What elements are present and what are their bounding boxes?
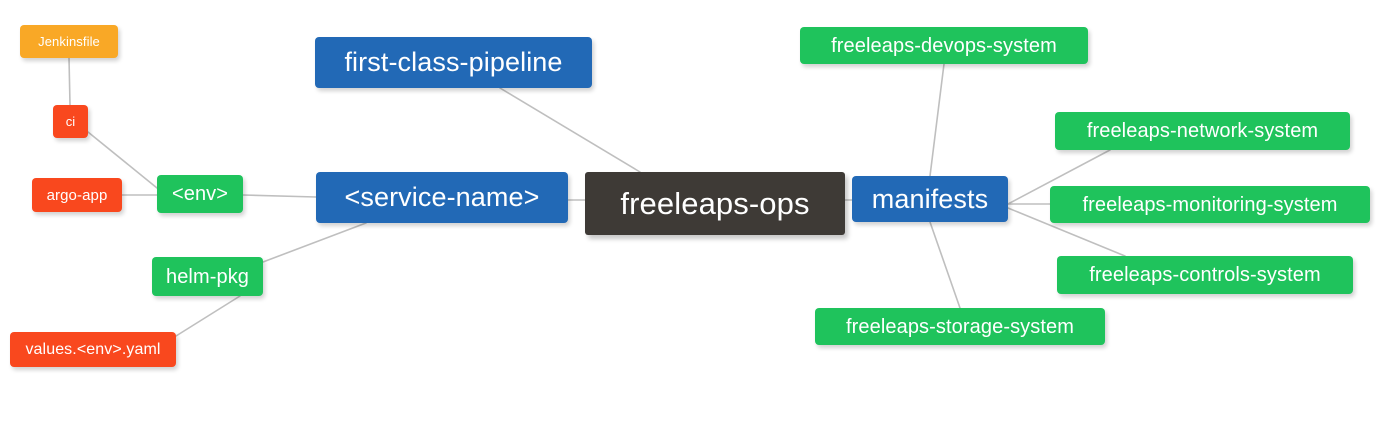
node-freeleaps-network-system[interactable]: freeleaps-network-system <box>1055 112 1350 150</box>
node-env[interactable]: <env> <box>157 175 243 213</box>
node-freeleaps-monitoring-system[interactable]: freeleaps-monitoring-system <box>1050 186 1370 223</box>
node-label-manifests: manifests <box>871 183 989 214</box>
edge-manifests-to-freeleaps-devops-system <box>929 63 945 177</box>
edge-jenkinsfile-to-ci <box>68 57 71 106</box>
node-label-freeleaps-controls-system: freeleaps-controls-system <box>1089 264 1321 286</box>
node-first-class-pipeline[interactable]: first-class-pipeline <box>315 37 592 88</box>
edge-first-class-pipeline-to-freeleaps-ops <box>499 87 641 173</box>
node-label-freeleaps-storage-system: freeleaps-storage-system <box>845 315 1075 338</box>
node-label-values-yaml: values.<env>.yaml <box>25 340 161 358</box>
node-freeleaps-controls-system[interactable]: freeleaps-controls-system <box>1057 256 1353 294</box>
node-freeleaps-storage-system[interactable]: freeleaps-storage-system <box>815 308 1105 345</box>
node-label-freeleaps-network-system: freeleaps-network-system <box>1086 120 1319 142</box>
node-ci[interactable]: ci <box>53 105 88 138</box>
node-label-first-class-pipeline: first-class-pipeline <box>344 47 563 77</box>
edge-env-to-service-name <box>242 194 317 198</box>
node-freeleaps-ops[interactable]: freeleaps-ops <box>585 172 845 235</box>
edge-manifests-to-freeleaps-storage-system <box>929 221 961 309</box>
node-label-freeleaps-ops: freeleaps-ops <box>620 186 810 221</box>
node-service-name[interactable]: <service-name> <box>316 172 568 223</box>
node-label-env: <env> <box>171 183 229 205</box>
node-label-freeleaps-monitoring-system: freeleaps-monitoring-system <box>1082 193 1338 216</box>
node-argo-app[interactable]: argo-app <box>32 178 122 212</box>
node-freeleaps-devops-system[interactable]: freeleaps-devops-system <box>800 27 1088 64</box>
node-label-ci: ci <box>65 114 76 129</box>
node-label-jenkinsfile: Jenkinsfile <box>38 34 100 49</box>
node-label-freeleaps-devops-system: freeleaps-devops-system <box>831 34 1057 57</box>
node-manifests[interactable]: manifests <box>852 176 1008 222</box>
node-label-service-name: <service-name> <box>344 182 540 212</box>
node-jenkinsfile[interactable]: Jenkinsfile <box>20 25 118 58</box>
node-helm-pkg[interactable]: helm-pkg <box>152 257 263 296</box>
node-values-yaml[interactable]: values.<env>.yaml <box>10 332 176 367</box>
edge-helm-pkg-to-service-name <box>262 222 367 263</box>
edge-values-yaml-to-helm-pkg <box>175 295 241 337</box>
node-label-argo-app: argo-app <box>46 186 108 204</box>
node-label-helm-pkg: helm-pkg <box>165 265 250 288</box>
